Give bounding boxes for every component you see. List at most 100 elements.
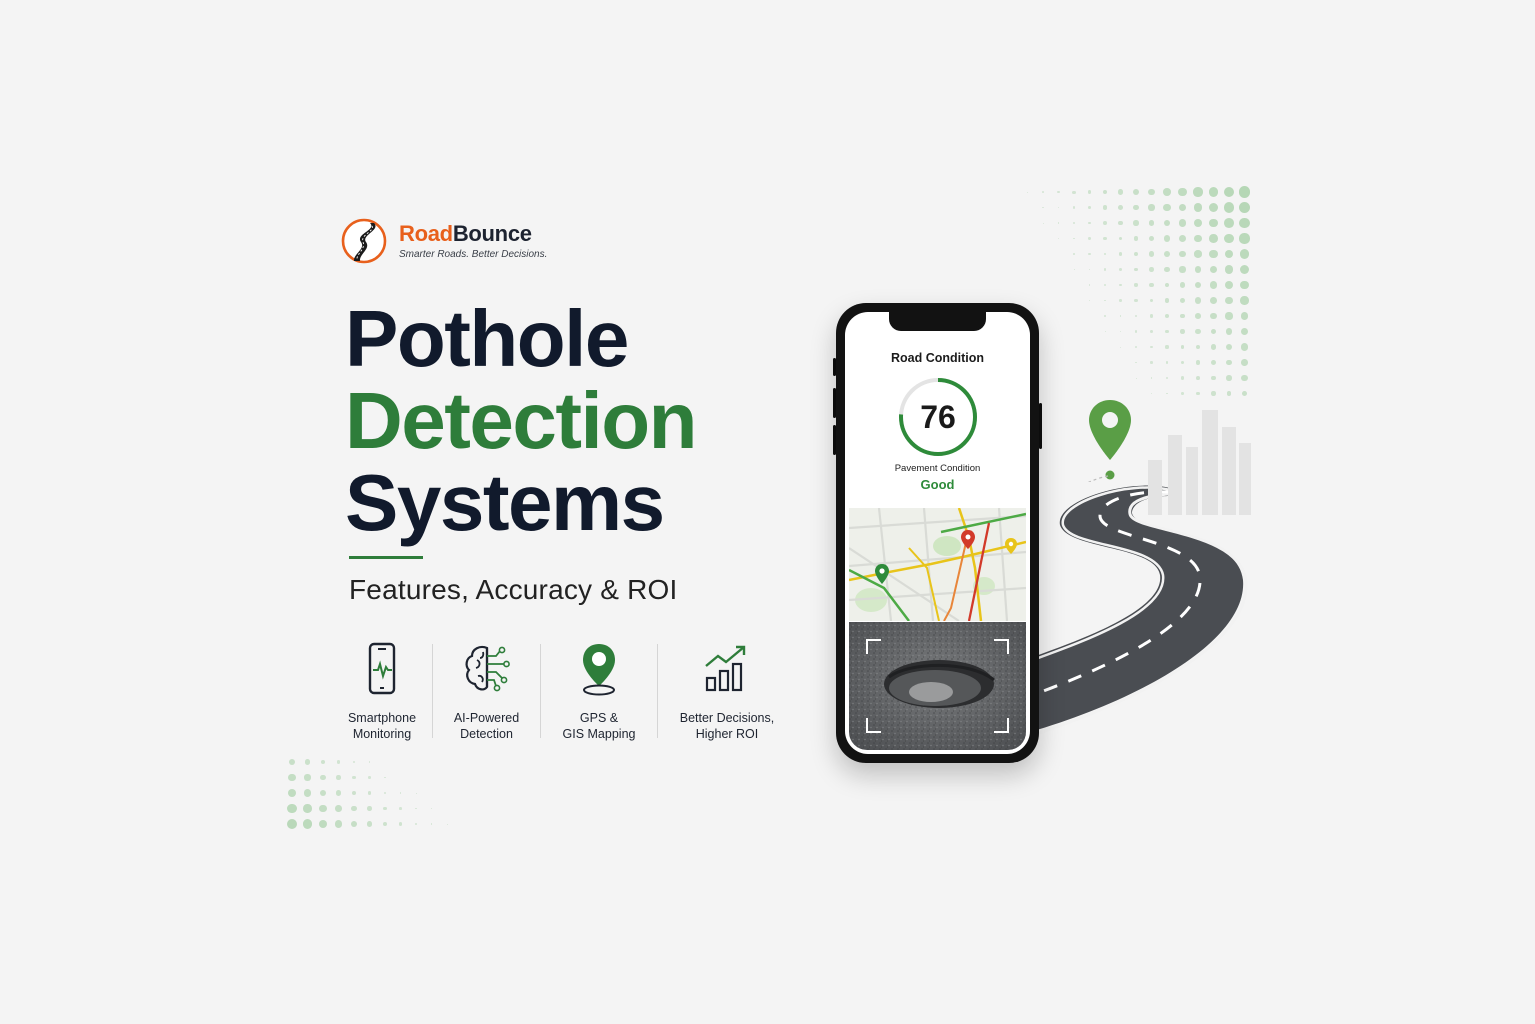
- decorative-dot: [1103, 236, 1107, 241]
- decorative-dot: [1239, 233, 1250, 244]
- condition-score: 76: [920, 399, 956, 435]
- feature-label-line-1: GPS &: [579, 711, 619, 725]
- decorative-dot: [287, 803, 297, 814]
- decorative-dot: [319, 804, 327, 813]
- feature-label-line-1: Smartphone: [347, 711, 417, 725]
- decorative-dot: [1164, 251, 1170, 257]
- decorative-dot: [1166, 392, 1168, 395]
- decorative-dot: [303, 789, 312, 797]
- decorative-dot: [1135, 361, 1137, 364]
- decorative-dot: [318, 819, 328, 829]
- decorative-dot: [1194, 266, 1202, 273]
- decorative-dot: [1149, 267, 1154, 272]
- decorative-dot: [1134, 298, 1138, 302]
- winding-road-illustration: [1029, 485, 1248, 738]
- decorative-dot: [1165, 361, 1169, 364]
- decorative-dot: [1103, 268, 1107, 271]
- pavement-condition-value: Good: [920, 477, 955, 492]
- decorative-dot: [1223, 186, 1235, 198]
- smartphone-heartbeat-icon: [368, 642, 396, 695]
- decorative-dot: [1210, 297, 1217, 304]
- decorative-dot: [1225, 281, 1233, 289]
- decorative-dot: [1179, 250, 1186, 258]
- phone-notch: [889, 312, 986, 331]
- decorative-dot: [303, 804, 312, 813]
- decorative-dot: [1057, 206, 1060, 209]
- feature-label-line-2: GIS Mapping: [562, 727, 636, 741]
- decorative-dot: [1180, 345, 1185, 349]
- decorative-dot: [304, 759, 311, 765]
- feature-label-line-1: Better Decisions,: [679, 711, 775, 725]
- decorative-dot: [1042, 206, 1044, 209]
- headline-line-1: Pothole: [345, 294, 629, 383]
- decorative-dot: [1133, 236, 1139, 241]
- decorative-dot: [335, 805, 342, 812]
- decorative-dot: [1180, 376, 1185, 380]
- decorative-dot: [1165, 345, 1169, 349]
- decorative-dot: [1178, 203, 1187, 212]
- decorative-dot: [1134, 330, 1138, 333]
- decorative-dot: [1209, 281, 1218, 289]
- decorative-dot: [1179, 266, 1186, 273]
- ai-brain-circuit-icon: [465, 645, 510, 692]
- decorative-dot: [1149, 314, 1154, 318]
- decorative-dot: [1194, 250, 1202, 258]
- decorative-dot: [1196, 376, 1200, 380]
- decorative-dot: [1135, 377, 1137, 379]
- feature-better-decisions: Better Decisions, Higher ROI: [658, 640, 796, 742]
- decorative-dot: [1195, 360, 1201, 365]
- decorative-dot: [1209, 234, 1218, 243]
- decorative-dot: [1194, 297, 1202, 304]
- red-pothole-marker-icon: [961, 530, 975, 549]
- decorative-dot: [1073, 237, 1075, 240]
- decorative-dot: [1195, 313, 1201, 319]
- decorative-dot: [431, 808, 432, 809]
- phone-side-button: [833, 388, 836, 418]
- decorative-dot: [1103, 252, 1107, 256]
- decorative-dot: [319, 789, 327, 797]
- brand-logo: RoadBounce Smarter Roads. Better Decisio…: [341, 218, 547, 264]
- decorative-dot: [1164, 282, 1170, 288]
- decorative-dot: [351, 790, 357, 796]
- decorative-dot: [1164, 266, 1170, 273]
- decorative-dot: [1225, 312, 1233, 320]
- decorative-dot: [1196, 391, 1200, 396]
- decorative-dot: [334, 820, 343, 828]
- decorative-dot: [1163, 235, 1171, 242]
- phone-side-button: [833, 425, 836, 455]
- decorative-dot: [1104, 284, 1106, 286]
- decorative-dot: [1165, 376, 1169, 380]
- phone-screen: Road Condition 76 Pavement Condition Goo…: [845, 312, 1030, 754]
- decorative-dot: [1178, 219, 1187, 227]
- decorative-dot: [366, 821, 373, 827]
- decorative-dot: [382, 821, 388, 827]
- decorative-dot: [352, 775, 356, 780]
- phone-side-button: [833, 358, 836, 376]
- smartphone-mockup: Road Condition 76 Pavement Condition Goo…: [833, 303, 1042, 763]
- decorative-dot: [384, 776, 386, 779]
- decorative-dot: [1225, 328, 1233, 335]
- decorative-dot: [1042, 222, 1044, 224]
- feature-label-line-2: Detection: [460, 727, 513, 741]
- decorative-dot: [1239, 202, 1250, 213]
- decorative-dot: [1211, 391, 1216, 396]
- road-map[interactable]: [849, 508, 1026, 621]
- decorative-dot: [1133, 204, 1139, 211]
- decorative-dot: [446, 823, 448, 825]
- decorative-dot: [288, 773, 296, 782]
- decorative-dot: [1210, 312, 1217, 320]
- decorative-dot: [1240, 296, 1249, 305]
- decorative-dot: [1180, 329, 1185, 334]
- decorative-dot: [1224, 249, 1234, 259]
- decorative-dot: [1119, 315, 1122, 317]
- decorative-dot: [1224, 265, 1234, 274]
- decorative-dot: [1226, 359, 1232, 366]
- decorative-dot: [1164, 298, 1170, 303]
- brand-name: RoadBounce: [399, 222, 547, 246]
- decorative-dot: [1178, 187, 1187, 197]
- decorative-dot: [1209, 265, 1218, 274]
- decorative-dot: [1180, 313, 1185, 319]
- decorative-dot: [430, 823, 433, 825]
- decorative-dot: [368, 761, 371, 763]
- decorative-dot: [1239, 217, 1250, 229]
